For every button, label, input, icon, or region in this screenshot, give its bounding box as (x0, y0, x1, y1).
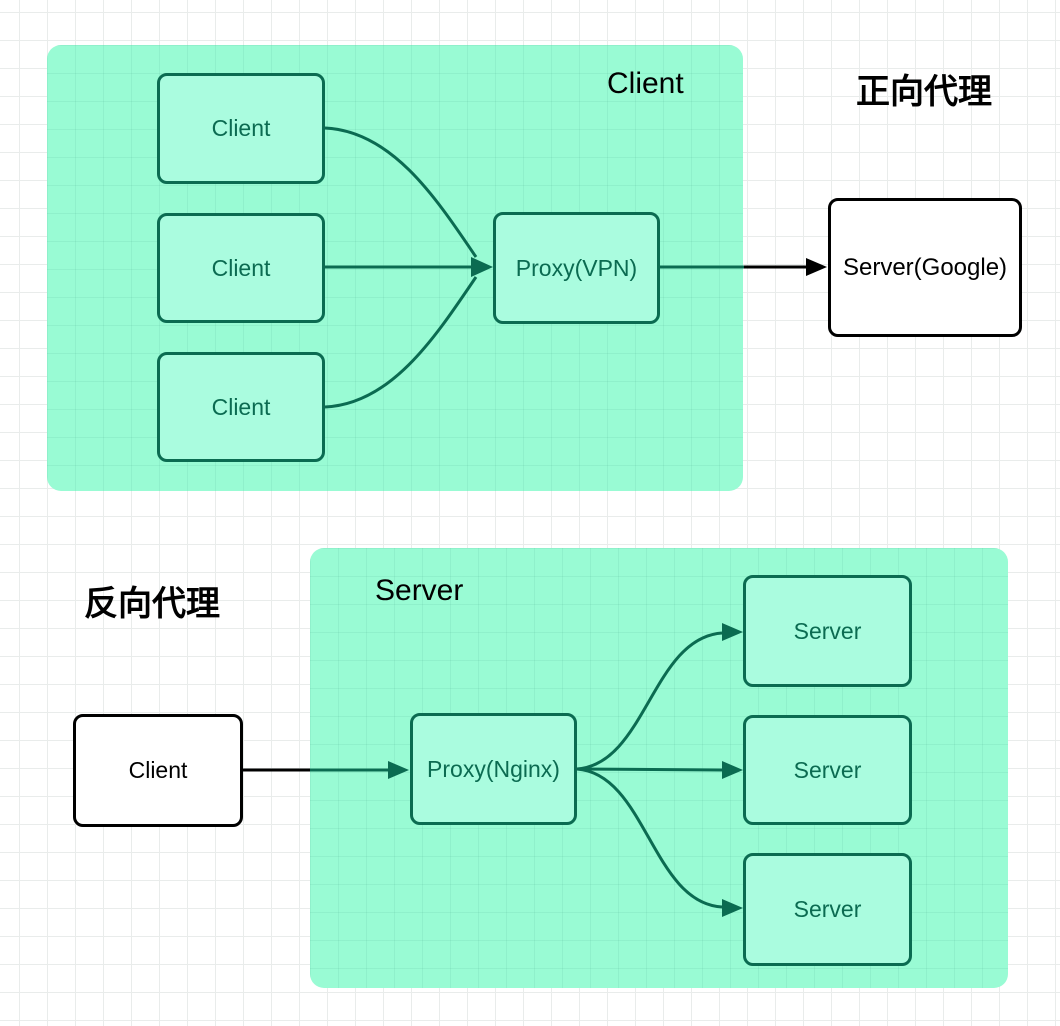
client-node-3: Client (157, 352, 325, 462)
forward-proxy-section-label: 正向代理 (856, 73, 992, 111)
forward-proxy-client-container: Client Client Client Client Proxy(VPN) (47, 45, 743, 491)
forward-proxy-container-title: Client (607, 67, 684, 100)
client-node-2: Client (157, 213, 325, 323)
proxy-vpn-node: Proxy(VPN) (493, 212, 660, 324)
server-node-1: Server (743, 575, 912, 687)
server-node-3: Server (743, 853, 912, 966)
proxy-nginx-node: Proxy(Nginx) (410, 713, 577, 825)
reverse-proxy-server-container: Server Proxy(Nginx) Server Server Server (310, 548, 1008, 988)
arrowhead-server-google (806, 258, 827, 276)
server-node-2: Server (743, 715, 912, 825)
client-node-1: Client (157, 73, 325, 184)
client-origin-node: Client (73, 714, 243, 827)
server-google-node: Server(Google) (828, 198, 1022, 337)
reverse-proxy-section-label: 反向代理 (84, 585, 220, 623)
reverse-proxy-container-title: Server (375, 574, 464, 607)
